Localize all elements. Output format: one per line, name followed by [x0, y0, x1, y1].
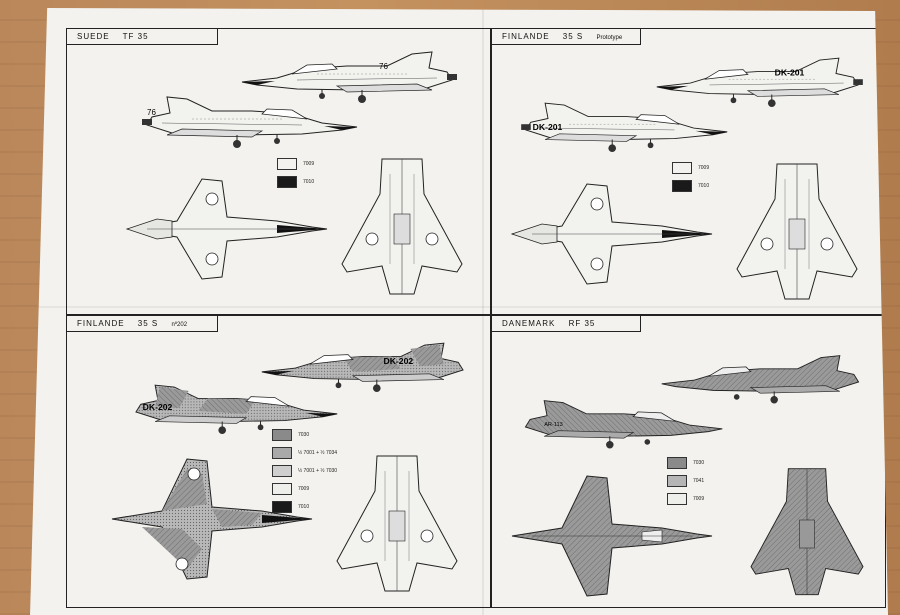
legend-code: 7010	[298, 504, 310, 510]
panel-country: FINLANDE	[502, 32, 550, 41]
panel-title: FINLANDE 35 S nº202	[67, 316, 218, 332]
panel-title: DANEMARK RF 35	[492, 316, 641, 332]
legend-code: 7010	[303, 179, 315, 185]
legend-code: 7009	[298, 486, 310, 492]
legend-code: ½ 7001 + ½ 7034	[298, 450, 338, 456]
legend-swatch	[672, 180, 692, 192]
legend-swatch	[277, 176, 297, 188]
legend-code: 7041	[693, 478, 705, 484]
aircraft-top-view	[511, 183, 713, 285]
legend-row: ½ 7001 + ½ 7034	[272, 446, 337, 460]
aircraft-side-view-upper: DK-202	[261, 342, 464, 393]
legend-swatch	[272, 501, 292, 513]
panel-country: DANEMARK	[502, 319, 556, 328]
legend-row: 7009	[277, 157, 314, 171]
panel-model: TF 35	[122, 32, 149, 41]
panel-title: SUEDE TF 35	[67, 29, 218, 45]
aircraft-side-view-lower: 76	[141, 96, 358, 149]
legend-row: ½ 7001 + ½ 7030	[272, 464, 337, 478]
legend-row: 7009	[272, 482, 337, 496]
sheet-frame: SUEDE TF 35 7009 7010 76 76 FINLANDE 35 …	[66, 28, 886, 608]
legend-row: 7010	[672, 179, 709, 193]
color-legend: 7009 7010	[672, 161, 709, 197]
fold-line-vertical	[482, 8, 484, 615]
panel-danemark-rf35: DANEMARK RF 35 7030 7041 7009 AR-113	[492, 316, 885, 607]
aircraft-code: AR-113	[544, 422, 563, 428]
panel-title: FINLANDE 35 S Prototype	[492, 29, 641, 45]
color-legend: 7030 ½ 7001 + ½ 7034 ½ 7001 + ½ 7030 700…	[272, 428, 337, 518]
aircraft-code: DK-201	[775, 67, 805, 77]
legend-code: 7010	[698, 183, 710, 189]
panel-model: 35 S	[137, 319, 159, 328]
aircraft-top-view	[111, 458, 313, 580]
aircraft-bottom-view	[750, 468, 864, 596]
aircraft-code: DK-202	[384, 356, 414, 366]
aircraft-bottom-view	[736, 163, 858, 300]
legend-swatch	[272, 483, 292, 495]
legend-swatch	[667, 475, 687, 487]
legend-code: 7009	[303, 161, 315, 167]
legend-row: 7010	[272, 500, 337, 514]
divider-vertical	[490, 29, 492, 607]
legend-code: 7030	[298, 432, 310, 438]
legend-swatch	[277, 158, 297, 170]
aircraft-code: 76	[147, 108, 156, 117]
panel-model: RF 35	[568, 319, 596, 328]
legend-swatch	[272, 447, 292, 459]
legend-row: 7009	[672, 161, 709, 175]
aircraft-bottom-view	[336, 455, 458, 592]
aircraft-side-view-upper: DK-201	[656, 57, 864, 108]
legend-row: 7041	[667, 474, 704, 488]
legend-swatch	[667, 457, 687, 469]
legend-code: 7009	[693, 496, 705, 502]
panel-suede-tf35: SUEDE TF 35 7009 7010 76 76	[67, 29, 490, 314]
legend-code: 7030	[693, 460, 705, 466]
legend-swatch	[667, 493, 687, 505]
panel-model: 35 S	[562, 32, 584, 41]
aircraft-bottom-view	[341, 158, 463, 295]
fold-line-horizontal	[30, 306, 888, 308]
panel-finlande-35s-202: FINLANDE 35 S nº202 7030 ½ 7001 + ½ 7034…	[67, 316, 490, 607]
aircraft-top-view	[126, 178, 328, 280]
legend-row: 7009	[667, 492, 704, 506]
instruction-sheet: SUEDE TF 35 7009 7010 76 76 FINLANDE 35 …	[30, 8, 888, 615]
panel-country: SUEDE	[77, 32, 110, 41]
aircraft-side-view-lower: AR-113	[524, 400, 723, 449]
legend-row: 7030	[667, 456, 704, 470]
legend-code: ½ 7001 + ½ 7030	[298, 468, 338, 474]
panel-subtitle: Prototype	[596, 35, 623, 41]
color-legend: 7030 7041 7009	[667, 456, 704, 510]
aircraft-side-view-upper: 76	[241, 51, 458, 104]
color-legend: 7009 7010	[277, 157, 314, 193]
legend-row: 7010	[277, 175, 314, 189]
aircraft-code: DK-201	[533, 122, 563, 132]
aircraft-side-view-lower: DK-201	[520, 102, 728, 153]
aircraft-top-view	[511, 475, 713, 597]
legend-swatch	[272, 465, 292, 477]
panel-subtitle: nº202	[171, 322, 188, 328]
panel-finlande-35s-prototype: FINLANDE 35 S Prototype 7009 7010 DK-201…	[492, 29, 885, 314]
aircraft-code: 76	[379, 62, 388, 71]
legend-swatch	[272, 429, 292, 441]
aircraft-side-view-lower: DK-202	[135, 384, 338, 435]
legend-swatch	[672, 162, 692, 174]
aircraft-code: DK-202	[143, 402, 173, 412]
legend-code: 7009	[698, 165, 710, 171]
divider-horizontal	[67, 314, 885, 316]
legend-row: 7030	[272, 428, 337, 442]
panel-country: FINLANDE	[77, 319, 125, 328]
